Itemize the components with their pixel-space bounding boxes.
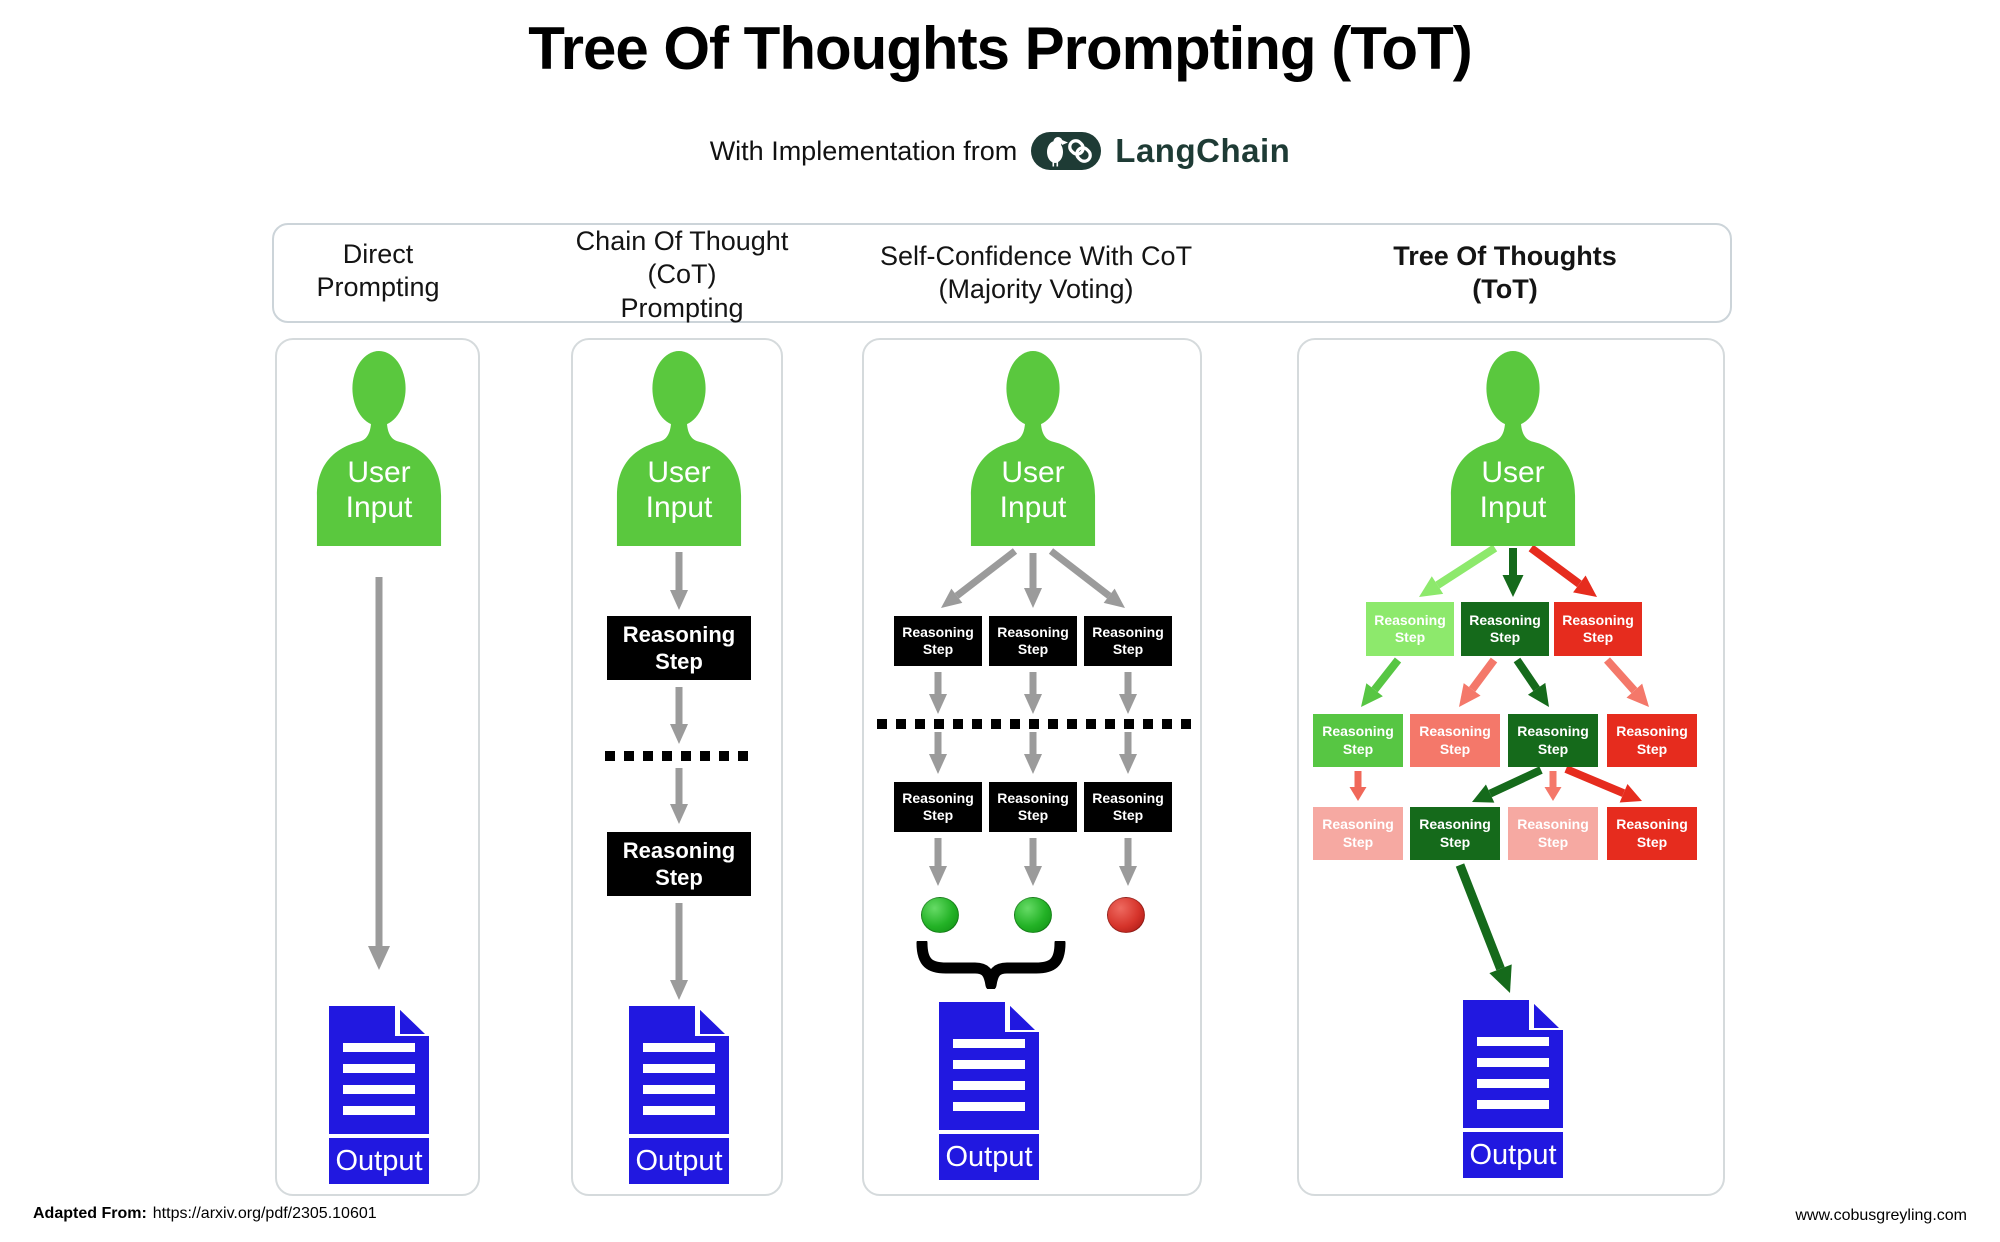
output-label: Output <box>939 1134 1039 1180</box>
user-silhouette-icon <box>616 350 742 546</box>
vote-dot <box>1014 897 1052 933</box>
panel-self-confidence: User Input Reasoning Step Reasoning Step… <box>862 338 1202 1196</box>
column-title-direct: Direct Prompting <box>316 239 440 303</box>
reasoning-step-box: Reasoning Step <box>894 616 982 666</box>
user-input-label: User Input <box>999 456 1067 525</box>
user-figure: User Input <box>610 349 748 546</box>
arrows-layer <box>929 548 1137 886</box>
output-document: Output <box>1463 999 1564 1178</box>
user-input-label: User Input <box>645 456 713 525</box>
dotted-separator <box>877 719 1191 729</box>
reasoning-step-box: Reasoning Step <box>1084 782 1172 832</box>
column-title-tot: Tree Of Thoughts (ToT) <box>1393 241 1617 305</box>
reasoning-step-box: Reasoning Step <box>1313 807 1403 860</box>
output-document: Output <box>329 1005 430 1184</box>
arrows-layer <box>368 577 390 970</box>
output-label: Output <box>629 1138 729 1184</box>
user-silhouette-icon <box>1450 350 1576 546</box>
reasoning-step-box: Reasoning Step <box>1461 602 1549 656</box>
vote-dot <box>921 897 959 933</box>
footer-site: www.cobusgreyling.com <box>1795 1207 1967 1224</box>
page-title: Tree Of Thoughts Prompting (ToT) <box>528 15 1472 82</box>
reasoning-step-box: Reasoning Step <box>1313 714 1403 767</box>
reasoning-step-box: Reasoning Step <box>1554 602 1642 656</box>
reasoning-step-box: Reasoning Step <box>1607 714 1697 767</box>
user-input-label: User Input <box>345 456 413 525</box>
reasoning-step-box: Reasoning Step <box>1508 807 1598 860</box>
reasoning-step-box: Reasoning Step <box>1366 602 1454 656</box>
dotted-separator <box>605 751 753 761</box>
footer-source-url: https://arxiv.org/pdf/2305.10601 <box>152 1205 377 1222</box>
panel-tree-of-thoughts: User Input Reasoning Step Reasoning Step… <box>1297 338 1725 1196</box>
reasoning-step-box: Reasoning Step <box>1410 714 1500 767</box>
subtitle: With Implementation from LangChain <box>0 126 2000 176</box>
header-box <box>272 223 1732 323</box>
reasoning-step-box: Reasoning Step <box>607 616 751 680</box>
footer-source-label: Adapted From: <box>33 1205 147 1222</box>
reasoning-step-box: Reasoning Step <box>1410 807 1500 860</box>
user-figure: User Input <box>1444 349 1582 546</box>
reasoning-step-box: Reasoning Step <box>607 832 751 896</box>
footer-source: Adapted From: https://arxiv.org/pdf/2305.… <box>33 1205 377 1223</box>
reasoning-step-box: Reasoning Step <box>1084 616 1172 666</box>
document-icon <box>629 1005 730 1134</box>
brand-text: LangChain <box>1115 132 1291 169</box>
output-document: Output <box>939 1001 1040 1180</box>
output-label: Output <box>329 1138 429 1184</box>
document-icon <box>329 1005 430 1134</box>
reasoning-step-box: Reasoning Step <box>1508 714 1598 767</box>
output-document: Output <box>629 1005 730 1184</box>
subtitle-prefix: With Implementation from <box>709 135 1018 166</box>
underbrace-icon <box>916 937 1066 994</box>
document-icon <box>939 1001 1040 1130</box>
panel-cot-prompting: User Input Reasoning Step Reasoning Step… <box>571 338 783 1196</box>
reasoning-step-box: Reasoning Step <box>989 616 1077 666</box>
vote-dot <box>1107 897 1145 933</box>
arrows-layer <box>670 552 688 1000</box>
arrows-layer <box>1349 544 1649 993</box>
user-input-label: User Input <box>1479 456 1547 525</box>
user-figure: User Input <box>964 349 1102 546</box>
column-title-self-confidence: Self-Confidence With CoT (Majority Votin… <box>879 241 1193 305</box>
document-icon <box>1463 999 1564 1128</box>
user-silhouette-icon <box>316 350 442 546</box>
reasoning-step-box: Reasoning Step <box>1607 807 1697 860</box>
output-label: Output <box>1463 1132 1563 1178</box>
column-title-cot: Chain Of Thought (CoT) Prompting <box>575 226 789 323</box>
langchain-logo-icon <box>1031 132 1102 170</box>
panel-direct-prompting: User Input Output <box>275 338 480 1196</box>
reasoning-step-box: Reasoning Step <box>894 782 982 832</box>
reasoning-step-box: Reasoning Step <box>989 782 1077 832</box>
user-figure: User Input <box>310 349 448 546</box>
user-silhouette-icon <box>970 350 1096 546</box>
